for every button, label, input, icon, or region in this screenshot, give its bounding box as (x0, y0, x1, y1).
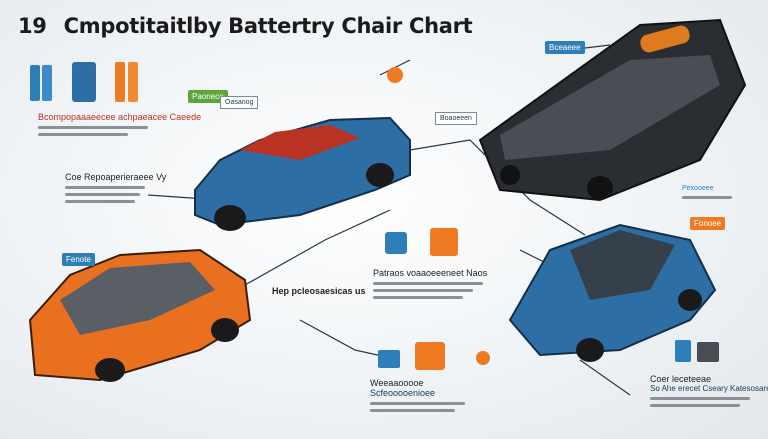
callout-top: Oasanog (220, 96, 259, 109)
callout-mid: Boaoeeen (435, 112, 477, 125)
text-block-right: Pexooeee (682, 185, 742, 199)
green-tag: Paonece (188, 90, 228, 103)
text-block-left-middle: Coe Repoaperieraeee Vy (65, 172, 167, 203)
caption: Patraos voaaoeeeneet Naos (373, 268, 488, 278)
caption: So Ahe erecet Cseary Katesosare (650, 384, 768, 393)
caption: Bcompopaaaeecee achpaeacee Caeede (38, 112, 202, 122)
battery-icon (697, 342, 719, 362)
text-block-top-left: Bcompopaaaeecee achpaeacee Caeede (38, 112, 202, 136)
battery-icons-top (30, 62, 138, 102)
title-number: 19 (18, 14, 47, 38)
battery-icon (72, 62, 96, 102)
text-block-center-right: Patraos voaaoeeeneet Naos (373, 268, 493, 299)
battery-icon (385, 232, 407, 254)
text-block-center: Hep pcleosaesicas us (272, 286, 366, 296)
text-block-right-lower: Coer leceteeae So Ahe erecet Cseary Kate… (650, 374, 768, 407)
caption: Coer leceteeae (650, 374, 712, 384)
battery-icon (378, 350, 400, 368)
caption: Scfeooooenioee (370, 388, 436, 398)
connector-line (244, 209, 391, 286)
blue-car-lower-illustration (508, 223, 717, 362)
battery-icons-center (378, 67, 719, 370)
title-text: Cmpotitaitlby Battertry Chair Chart (63, 14, 473, 38)
battery-icon (30, 65, 40, 101)
orange-car-illustration (28, 248, 252, 382)
left-badge: Fenote (62, 253, 95, 266)
text-block-center-bottom: Weeaaooooe Scfeooooenioee (370, 378, 470, 412)
battery-icon (415, 342, 445, 370)
charger-device-illustration (478, 18, 747, 202)
caption: Coe Repoaperieraeee Vy (65, 172, 167, 182)
battery-icon (430, 228, 458, 256)
blue-car-illustration (194, 116, 411, 231)
battery-icon (115, 62, 125, 102)
battery-icon (675, 340, 691, 362)
caption: Weeaaooooe (370, 378, 424, 388)
right-tag-orange: Fonoee (690, 217, 726, 230)
dot-icon (476, 351, 490, 365)
battery-icon (128, 62, 138, 102)
blue-tag: Bceaeee (545, 41, 585, 54)
connector-line (579, 359, 631, 396)
page-title: 19 Cmpotitaitlby Battertry Chair Chart (18, 14, 473, 38)
caption: Hep pcleosaesicas us (272, 286, 366, 296)
connector-line (584, 44, 611, 49)
battery-icon (42, 65, 52, 101)
caption: Pexooeee (682, 185, 714, 192)
plug-icon (387, 67, 403, 83)
